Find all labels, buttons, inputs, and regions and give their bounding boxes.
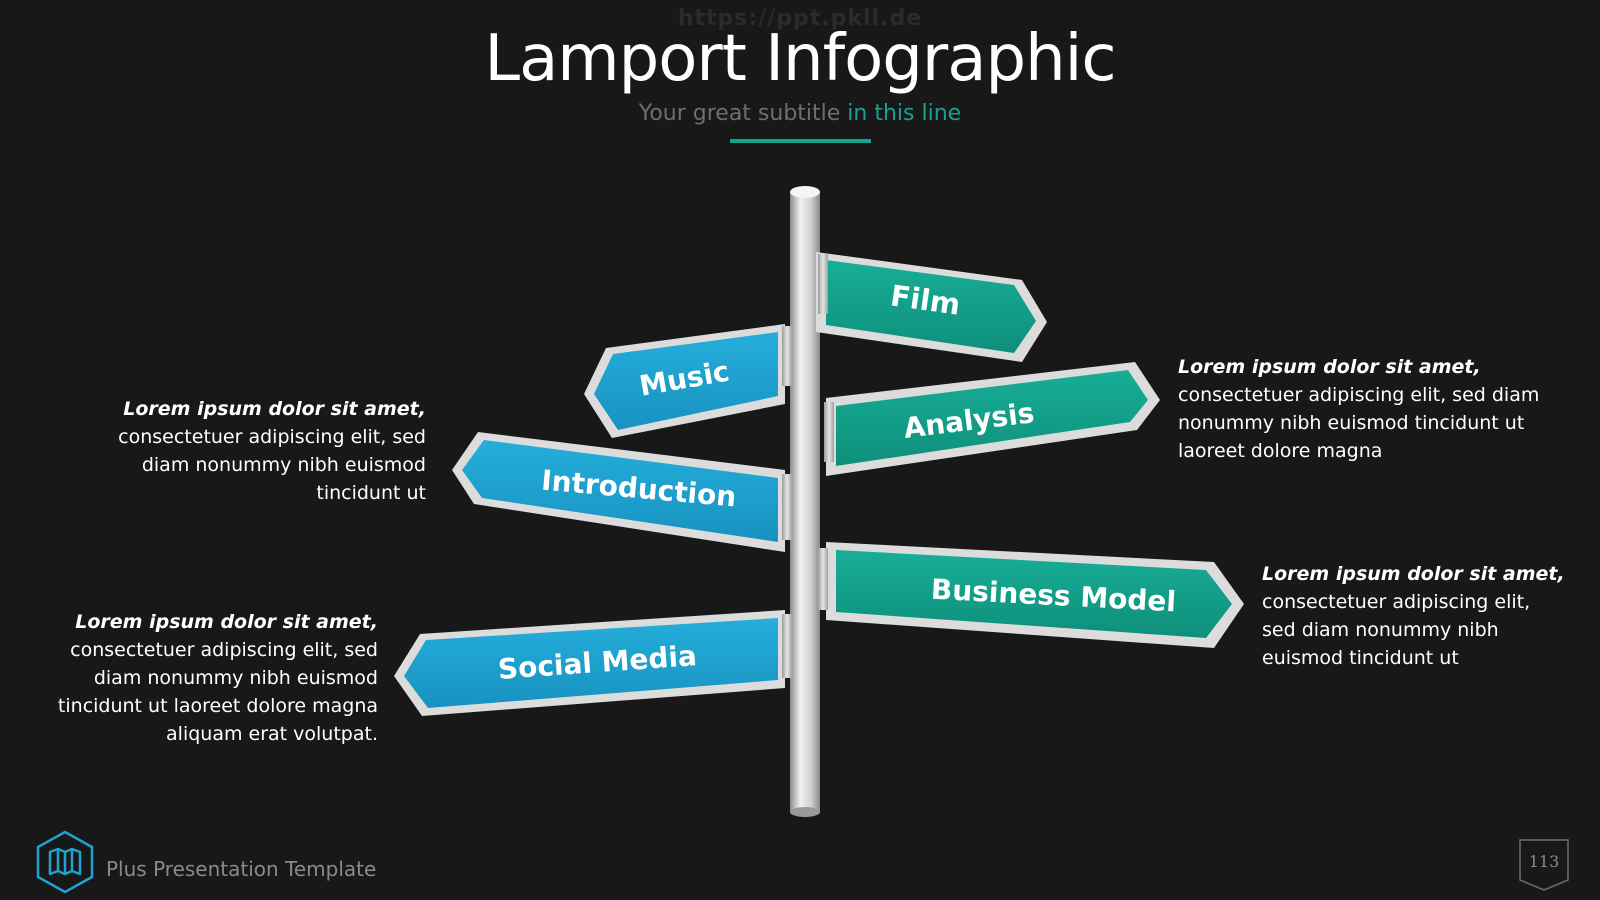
page-title: Lamport Infographic bbox=[484, 22, 1116, 96]
page-number-badge bbox=[1519, 839, 1569, 891]
description-lead: Lorem ipsum dolor sit amet, bbox=[1178, 356, 1481, 378]
subtitle-text: Your great subtitle bbox=[638, 101, 848, 126]
description-right-top: Lorem ipsum dolor sit amet, consectetuer… bbox=[1178, 353, 1588, 465]
description-line: diam nonummy nibh euismod bbox=[141, 454, 426, 476]
description-line: consectetuer adipiscing elit, sed bbox=[70, 639, 378, 661]
sign-music: Music bbox=[584, 324, 792, 438]
description-left-top: Lorem ipsum dolor sit amet, consectetuer… bbox=[96, 395, 426, 507]
description-line: aliquam erat volutpat. bbox=[166, 723, 378, 745]
description-line: laoreet dolore magna bbox=[1178, 440, 1383, 462]
sign-bracket bbox=[782, 326, 792, 386]
pole-cap bbox=[790, 186, 820, 198]
description-line: tincidunt ut laoreet dolore magna bbox=[57, 695, 378, 717]
description-lead: Lorem ipsum dolor sit amet, bbox=[1262, 563, 1565, 585]
description-line: consectetuer adipiscing elit, sed bbox=[118, 426, 426, 448]
description-left-bottom: Lorem ipsum dolor sit amet, consectetuer… bbox=[40, 608, 378, 748]
description-line: euismod tincidunt ut bbox=[1262, 647, 1459, 669]
description-line: consectetuer adipiscing elit, sed diam bbox=[1178, 384, 1540, 406]
description-line: nonummy nibh euismod tincidunt ut bbox=[1178, 412, 1525, 434]
pole-base bbox=[790, 807, 820, 817]
sign-introduction: Introduction bbox=[452, 432, 792, 552]
description-line: tincidunt ut bbox=[316, 482, 426, 504]
sign-bracket bbox=[782, 474, 792, 540]
sign-business-model: Business Model bbox=[818, 542, 1244, 648]
description-line: sed diam nonummy nibh bbox=[1262, 619, 1499, 641]
description-lead: Lorem ipsum dolor sit amet, bbox=[75, 611, 378, 633]
sign-bracket bbox=[824, 402, 834, 462]
title-underline bbox=[730, 139, 871, 143]
page-subtitle: Your great subtitle in this line bbox=[0, 101, 1600, 126]
subtitle-accent-text: in this line bbox=[847, 101, 962, 126]
sign-film: Film bbox=[816, 252, 1047, 362]
description-right-bottom: Lorem ipsum dolor sit amet, consectetuer… bbox=[1262, 560, 1592, 672]
description-line: consectetuer adipiscing elit, bbox=[1262, 591, 1531, 613]
description-lead: Lorem ipsum dolor sit amet, bbox=[123, 398, 426, 420]
sign-bracket bbox=[818, 548, 828, 610]
map-icon bbox=[36, 830, 94, 894]
watermark-url: https://ppt.pkll.de bbox=[677, 6, 923, 31]
signpost-pole bbox=[790, 192, 820, 812]
sign-analysis: Analysis bbox=[824, 362, 1160, 476]
sign-bracket bbox=[818, 254, 828, 314]
sign-bracket bbox=[782, 614, 792, 678]
footer-template-name: Plus Presentation Template bbox=[106, 857, 377, 881]
sign-social-media: Social Media bbox=[394, 610, 792, 716]
page-number: 113 bbox=[1528, 852, 1560, 871]
description-line: diam nonummy nibh euismod bbox=[93, 667, 378, 689]
